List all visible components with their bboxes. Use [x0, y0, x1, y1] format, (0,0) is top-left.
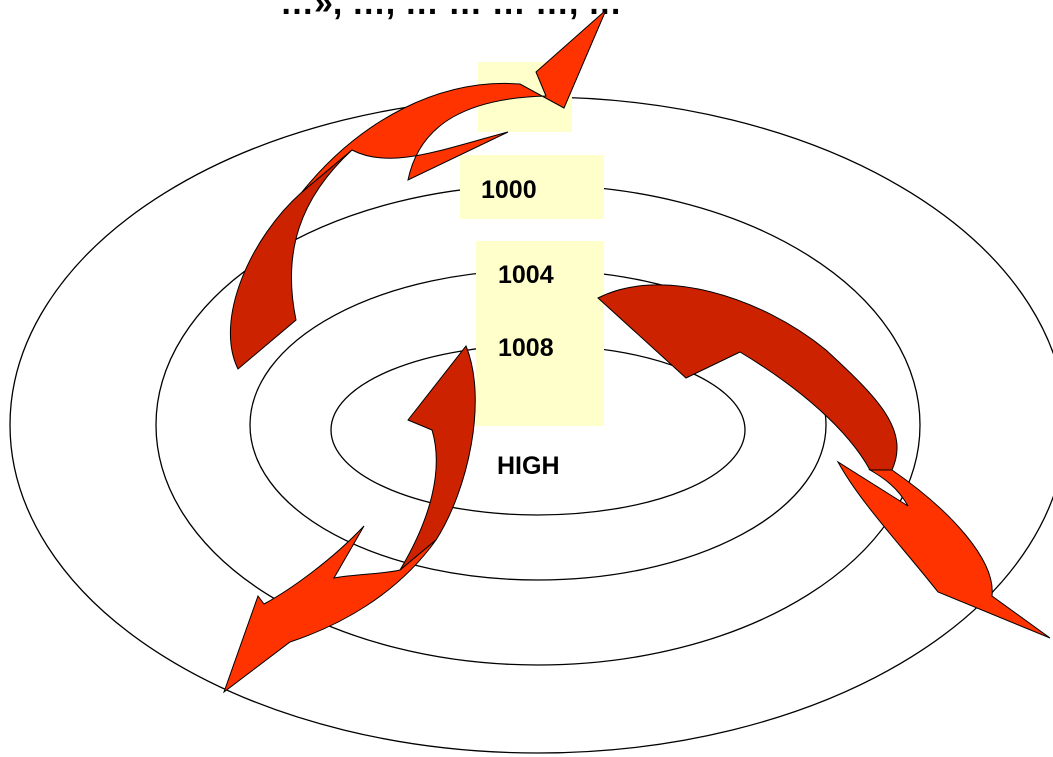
arrow-lower-left [222, 345, 476, 694]
label-box-1004-1008 [476, 241, 604, 426]
center-label-high: HIGH [497, 452, 560, 480]
isobar-label-1008: 1008 [498, 334, 554, 362]
arrow-upper-left [229, 9, 607, 370]
label-boxes [460, 62, 604, 426]
arrow-right-light [836, 460, 1051, 639]
arrow-lower-left-dark [399, 345, 476, 571]
label-box-1000 [460, 155, 604, 219]
arrow-upper-left-light [301, 9, 607, 193]
isobar-label-1000: 1000 [481, 176, 537, 204]
arrow-upper-left-dark [229, 149, 353, 370]
arrow-lower-left-light [222, 525, 437, 694]
arrow-right [597, 284, 1051, 639]
arrow-right-dark [597, 284, 898, 471]
title-fragment: …», …, … … … …, … [280, 0, 622, 22]
isobar-label-1004: 1004 [498, 261, 554, 289]
